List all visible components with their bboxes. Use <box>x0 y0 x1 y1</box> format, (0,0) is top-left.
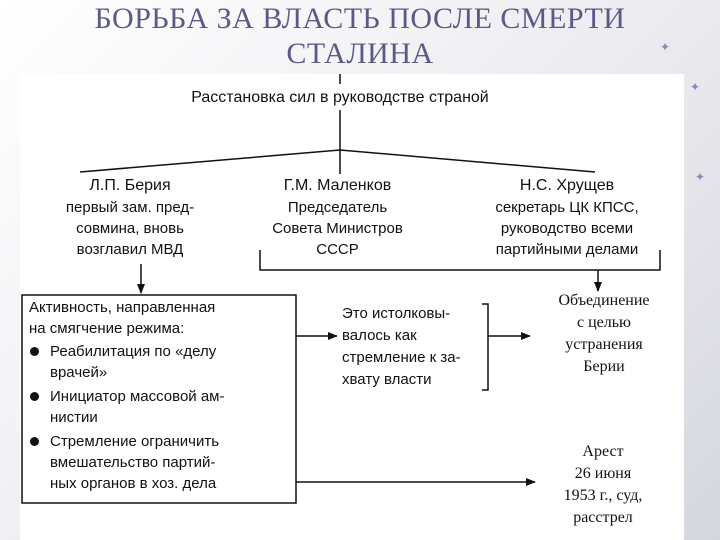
activity-item-3-line-1: Стремление ограничить <box>50 433 220 450</box>
sparkle-icon: ✦ <box>660 40 671 54</box>
sparkle-icon: ✦ <box>690 80 701 94</box>
beria-role-line-1: первый зам. пред- <box>65 199 195 216</box>
alliance-bracket-line <box>259 250 661 271</box>
malenkov-name: Г.М. Маленков <box>283 177 392 194</box>
activity-header-line-2: на смягчение режима: <box>29 320 185 337</box>
union-line-3: устранения <box>565 336 643 353</box>
activity-item-3-line-2: вмешательство партий- <box>50 454 216 471</box>
interpretation-line-2: валось как <box>342 327 417 344</box>
interpretation-line-3: стремление к за- <box>342 349 461 366</box>
activity-box <box>21 294 297 504</box>
beria-role-line-2: совмина, вновь <box>76 220 184 237</box>
interpretation-bracket <box>482 303 489 391</box>
bullet-icon <box>30 437 39 446</box>
slide-title-line-2: СТАЛИНА <box>286 37 434 70</box>
arrest-line-3: 1953 г., суд, <box>563 487 643 504</box>
diagram-connectors <box>21 74 661 504</box>
activity-item-1-line-1: Реабилитация по «делу <box>50 343 217 360</box>
arrest-line-4: расстрел <box>573 509 633 526</box>
root-node: Расстановка сил в руководстве страной <box>191 89 489 106</box>
slide-title-line-1: БОРЬБА ЗА ВЛАСТЬ ПОСЛЕ СМЕРТИ <box>94 2 626 35</box>
activity-item-1-line-2: врачей» <box>50 364 108 381</box>
khrushchev-role-line-3: партийными делами <box>495 241 639 258</box>
interpretation-line-1: Это истолковы- <box>342 305 451 322</box>
arrest-line-1: Арест <box>582 443 624 460</box>
activity-header-line-1: Активность, направленная <box>29 299 216 316</box>
khrushchev-role-line-1: секретарь ЦК КПСС, <box>495 199 639 216</box>
khrushchev-role-line-2: руководство всеми <box>500 220 634 237</box>
arrest-line-2: 26 июня <box>574 465 632 482</box>
bullet-icon <box>30 347 39 356</box>
activity-item-2-line-1: Инициатор массовой ам- <box>50 388 225 405</box>
union-line-2: с целью <box>577 314 631 331</box>
diagram-panel: Расстановка сил в руководстве страной Л.… <box>20 74 684 540</box>
union-line-4: Берии <box>583 358 625 375</box>
union-line-1: Объединение <box>558 292 650 309</box>
branch-line <box>79 149 596 173</box>
khrushchev-name: Н.С. Хрущев <box>519 177 615 194</box>
beria-role-line-3: возглавил МВД <box>76 241 184 258</box>
activity-item-2-line-2: нистии <box>50 409 98 426</box>
interpretation-line-4: хвату власти <box>342 371 432 388</box>
beria-name: Л.П. Берия <box>89 177 171 194</box>
malenkov-role-line-3: СССР <box>316 241 359 258</box>
activity-item-3-line-3: ных органов в хоз. дела <box>50 475 217 492</box>
bullet-icon <box>30 392 39 401</box>
sparkle-icon: ✦ <box>695 170 706 184</box>
malenkov-role-line-1: Председатель <box>287 199 388 216</box>
malenkov-role-line-2: Совета Министров <box>272 220 403 237</box>
